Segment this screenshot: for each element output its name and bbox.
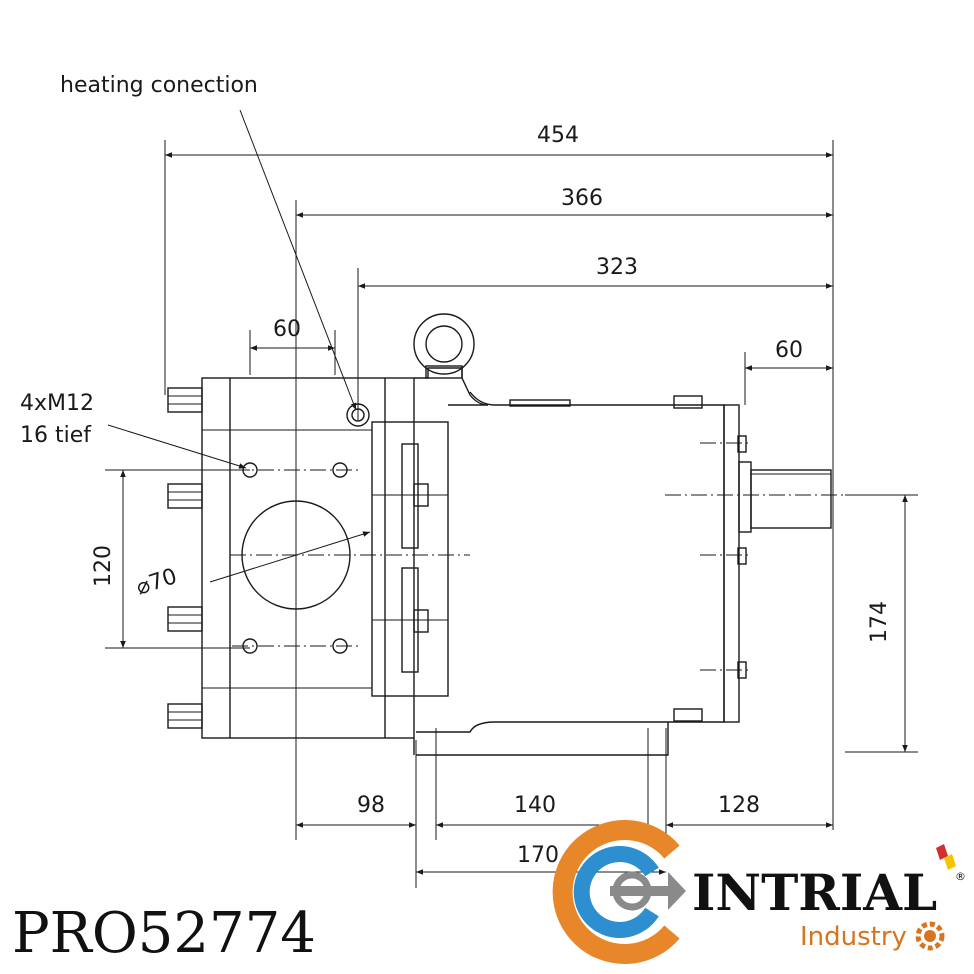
gear-icon xyxy=(915,921,945,951)
extension-lines xyxy=(105,140,918,888)
dim-60-left: 60 xyxy=(273,317,301,342)
thread-label-line2: 16 tief xyxy=(20,423,92,448)
callouts: heating conection 4xM12 16 tief ⌀70 xyxy=(20,73,371,601)
logo-icon xyxy=(552,820,686,964)
dimension-values: 454 366 323 60 60 120 174 98 140 128 170 xyxy=(91,123,892,868)
bolt-heads xyxy=(167,387,203,729)
mounting-holes xyxy=(242,462,348,654)
dim-323: 323 xyxy=(596,255,638,280)
dim-366: 366 xyxy=(561,186,603,211)
flag-accent-icon xyxy=(936,844,956,870)
dim-60-right: 60 xyxy=(775,338,803,363)
heating-connection-port xyxy=(346,403,370,427)
diameter-label: ⌀70 xyxy=(133,564,180,601)
dim-170: 170 xyxy=(517,843,559,868)
brand-sub: Industry xyxy=(800,922,907,952)
lifting-eye xyxy=(413,313,475,379)
intermediate-cover xyxy=(371,421,449,697)
product-code: PRO52774 xyxy=(12,901,316,966)
thread-label-line1: 4xM12 xyxy=(20,391,94,416)
pump-front-housing xyxy=(201,377,415,739)
center-lines xyxy=(230,360,845,750)
dim-128: 128 xyxy=(718,793,760,818)
heating-connection-label: heating conection xyxy=(60,73,258,98)
dim-140: 140 xyxy=(514,793,556,818)
brand-logo: INTRIAL ® Industry xyxy=(552,820,966,964)
dim-454: 454 xyxy=(537,123,579,148)
dimension-lines xyxy=(120,152,908,875)
dim-174: 174 xyxy=(867,601,892,643)
dim-98: 98 xyxy=(357,793,385,818)
brand-registered-mark: ® xyxy=(955,870,966,883)
brand-name: INTRIAL xyxy=(692,863,937,922)
dim-120: 120 xyxy=(91,545,116,587)
gear-housing xyxy=(413,367,832,756)
